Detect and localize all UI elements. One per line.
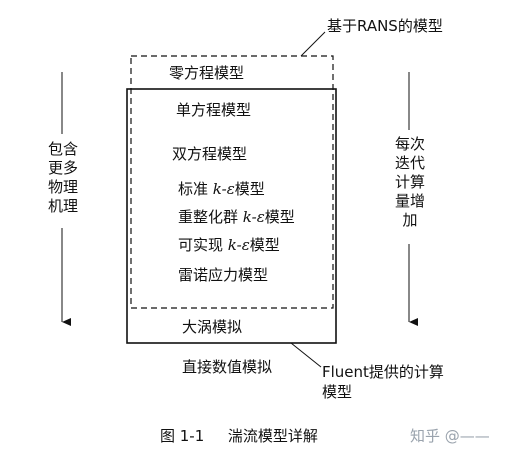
left-axis-line: 包含 <box>47 140 78 158</box>
rans-leader-line <box>300 31 326 57</box>
model-standard-ke-symbol: k-ε <box>212 180 235 198</box>
model-realizable-ke-prefix: 可实现 <box>178 236 224 254</box>
rans-group-label: 基于RANS的模型 <box>327 17 443 35</box>
figure-title: 湍流模型详解 <box>227 427 318 445</box>
watermark: 知乎 @—— <box>410 427 490 445</box>
model-les: 大涡模拟 <box>182 318 243 336</box>
model-two-equation: 双方程模型 <box>172 145 248 163</box>
model-rng-ke: 重整化群 k-ε模型 <box>178 206 295 227</box>
figure-caption: 图 1-1 湍流模型详解 <box>160 425 318 446</box>
model-one-equation: 单方程模型 <box>176 101 252 119</box>
model-realizable-ke-symbol: k-ε <box>227 236 250 254</box>
model-rng-ke-symbol: k-ε <box>242 208 265 226</box>
model-realizable-ke: 可实现 k-ε模型 <box>178 234 280 255</box>
model-rng-ke-suffix: 模型 <box>264 208 295 226</box>
model-reynolds-stress: 雷诺应力模型 <box>178 266 269 284</box>
rans-dashed-box <box>130 55 334 309</box>
model-standard-ke-prefix: 标准 <box>178 180 209 198</box>
model-zero-equation: 零方程模型 <box>169 64 245 82</box>
fluent-group-label-line1: Fluent提供的计算 <box>322 363 444 381</box>
left-axis-label: 包含 更多 物理 机理 <box>46 140 80 216</box>
figure-number: 图 1-1 <box>160 427 205 445</box>
right-axis-label: 每次 迭代 计算 量增 加 <box>392 135 428 230</box>
model-rng-ke-prefix: 重整化群 <box>178 208 239 226</box>
right-axis-line: 量增 <box>394 192 425 210</box>
left-axis-line: 机理 <box>47 197 78 215</box>
model-realizable-ke-suffix: 模型 <box>249 236 280 254</box>
fluent-group-label-line2: 模型 <box>322 383 353 401</box>
right-axis-line: 计算 <box>394 173 425 191</box>
left-axis-line: 物理 <box>47 178 78 196</box>
right-axis-line: 加 <box>402 211 418 229</box>
fluent-leader-line <box>290 342 322 368</box>
fluent-solid-box <box>126 88 337 344</box>
model-dns: 直接数值模拟 <box>182 358 273 376</box>
model-standard-ke: 标准 k-ε模型 <box>178 178 265 199</box>
left-axis-line: 更多 <box>47 159 78 177</box>
model-standard-ke-suffix: 模型 <box>234 180 265 198</box>
right-axis-line: 每次 <box>394 135 425 153</box>
right-axis-line: 迭代 <box>394 154 425 172</box>
